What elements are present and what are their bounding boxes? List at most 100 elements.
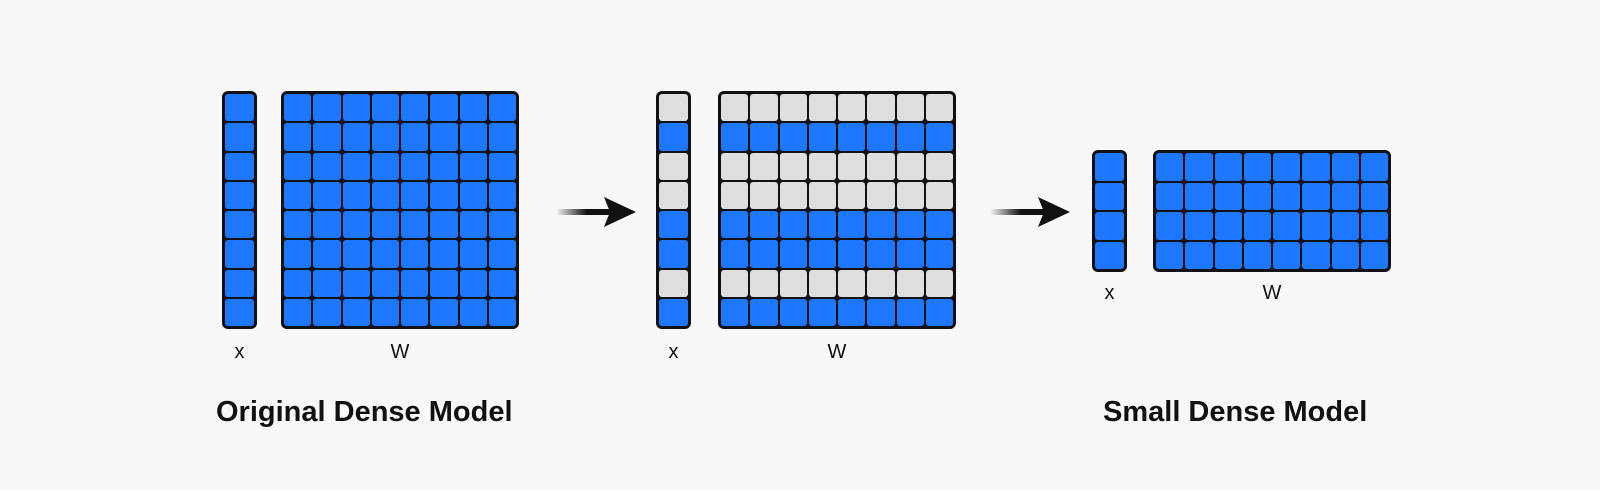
x-vector-cell — [659, 240, 688, 268]
w-matrix-cell — [1214, 153, 1242, 181]
w-matrix-cell — [750, 211, 778, 239]
w-matrix-cell — [838, 240, 866, 268]
w-matrix-cell — [488, 123, 516, 151]
w-matrix-cell — [721, 181, 749, 209]
original-w-matrix — [281, 91, 519, 329]
w-matrix-cell — [430, 298, 458, 326]
w-matrix-cell — [838, 269, 866, 297]
w-matrix-cell — [925, 269, 953, 297]
w-matrix-cell — [401, 211, 429, 239]
w-matrix-cell — [284, 181, 312, 209]
x-vector-cell — [225, 152, 254, 180]
x-vector-cell — [659, 94, 688, 122]
w-matrix-cell — [1331, 241, 1359, 269]
w-matrix-cell — [1331, 212, 1359, 240]
w-matrix-cell — [925, 123, 953, 151]
original-w-label: W — [390, 341, 410, 363]
w-matrix-cell — [1360, 182, 1388, 210]
w-matrix-cell — [1243, 241, 1271, 269]
w-matrix-cell — [371, 240, 399, 268]
w-matrix-cell — [401, 240, 429, 268]
w-matrix-cell — [401, 181, 429, 209]
w-matrix-cell — [284, 298, 312, 326]
w-matrix-cell — [779, 123, 807, 151]
w-matrix-cell — [750, 240, 778, 268]
w-matrix-cell — [1302, 212, 1330, 240]
w-matrix-cell — [867, 181, 895, 209]
w-matrix-cell — [1273, 182, 1301, 210]
w-matrix-cell — [284, 152, 312, 180]
w-matrix-cell — [459, 240, 487, 268]
w-matrix-cell — [1302, 182, 1330, 210]
w-matrix-cell — [284, 94, 312, 122]
pruned-w-label: W — [827, 341, 847, 363]
original-dense-model-caption: Original Dense Model — [216, 396, 513, 428]
w-matrix-cell — [779, 211, 807, 239]
w-matrix-cell — [313, 211, 341, 239]
w-matrix-cell — [896, 269, 924, 297]
w-matrix-cell — [779, 269, 807, 297]
w-matrix-cell — [808, 152, 836, 180]
x-vector-cell — [659, 298, 688, 326]
original-x-label: x — [234, 341, 245, 363]
w-matrix-cell — [750, 123, 778, 151]
w-matrix-cell — [808, 94, 836, 122]
small-w-label: W — [1262, 282, 1282, 304]
w-matrix-cell — [488, 298, 516, 326]
w-matrix-cell — [342, 94, 370, 122]
w-matrix-cell — [1185, 182, 1213, 210]
w-matrix-cell — [925, 94, 953, 122]
small-x-label: x — [1104, 282, 1115, 304]
w-matrix-cell — [1331, 182, 1359, 210]
w-matrix-cell — [867, 94, 895, 122]
w-matrix-cell — [401, 123, 429, 151]
w-matrix-cell — [313, 181, 341, 209]
w-matrix-cell — [896, 298, 924, 326]
w-matrix-cell — [488, 240, 516, 268]
w-matrix-cell — [721, 269, 749, 297]
w-matrix-cell — [779, 94, 807, 122]
x-vector-cell — [659, 152, 688, 180]
w-matrix-cell — [721, 211, 749, 239]
w-matrix-cell — [342, 123, 370, 151]
w-matrix-cell — [1185, 212, 1213, 240]
w-matrix-cell — [925, 181, 953, 209]
w-matrix-cell — [371, 269, 399, 297]
w-matrix-cell — [313, 152, 341, 180]
w-matrix-cell — [313, 94, 341, 122]
w-matrix-cell — [1156, 241, 1184, 269]
w-matrix-cell — [342, 298, 370, 326]
w-matrix-cell — [925, 211, 953, 239]
w-matrix-cell — [459, 152, 487, 180]
w-matrix-cell — [1331, 153, 1359, 181]
original-x-vector — [222, 91, 257, 329]
w-matrix-cell — [1156, 212, 1184, 240]
w-matrix-cell — [750, 152, 778, 180]
w-matrix-cell — [1360, 241, 1388, 269]
w-matrix-cell — [1214, 182, 1242, 210]
w-matrix-cell — [721, 123, 749, 151]
x-vector-cell — [1095, 212, 1124, 240]
w-matrix-cell — [721, 152, 749, 180]
w-matrix-cell — [867, 211, 895, 239]
w-matrix-cell — [459, 211, 487, 239]
w-matrix-cell — [808, 240, 836, 268]
w-matrix-cell — [488, 181, 516, 209]
w-matrix-cell — [313, 298, 341, 326]
w-matrix-cell — [488, 211, 516, 239]
w-matrix-cell — [721, 94, 749, 122]
w-matrix-cell — [750, 94, 778, 122]
w-matrix-cell — [896, 240, 924, 268]
small-x-vector — [1092, 150, 1127, 272]
w-matrix-cell — [1214, 241, 1242, 269]
w-matrix-cell — [459, 269, 487, 297]
x-vector-cell — [225, 298, 254, 326]
w-matrix-cell — [342, 152, 370, 180]
w-matrix-cell — [1243, 212, 1271, 240]
w-matrix-cell — [430, 94, 458, 122]
x-vector-cell — [659, 269, 688, 297]
w-matrix-cell — [838, 94, 866, 122]
x-vector-cell — [225, 269, 254, 297]
w-matrix-cell — [1185, 241, 1213, 269]
w-matrix-cell — [401, 269, 429, 297]
